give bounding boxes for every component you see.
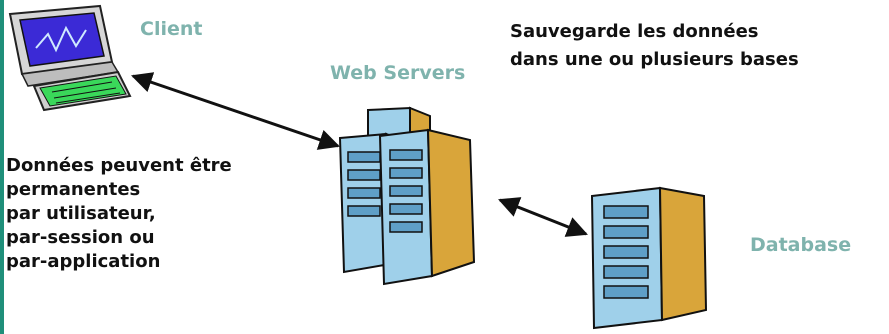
web-servers-label: Web Servers [330, 62, 466, 84]
computer-icon [8, 4, 132, 112]
data-note-line: permanentes [6, 179, 141, 200]
data-note: Données peuvent être permanentes par uti… [6, 154, 232, 274]
client-webserver-arrow [131, 72, 340, 150]
client-label: Client [140, 18, 203, 40]
database-server-icon [590, 186, 708, 330]
save-note-line: Sauvegarde les données [510, 21, 759, 42]
server-cluster-icon [338, 106, 476, 286]
save-note-line: dans une ou plusieurs bases [510, 49, 799, 70]
webserver-database-arrow [498, 197, 588, 237]
data-note-line: Données peuvent être [6, 155, 232, 176]
save-note: Sauvegarde les données dans une ou plusi… [510, 20, 799, 72]
left-edge-bar [0, 0, 4, 334]
data-note-line: par-session ou [6, 227, 155, 248]
data-note-line: par utilisateur, [6, 203, 156, 224]
database-label: Database [750, 234, 852, 256]
data-note-line: par-application [6, 251, 161, 272]
